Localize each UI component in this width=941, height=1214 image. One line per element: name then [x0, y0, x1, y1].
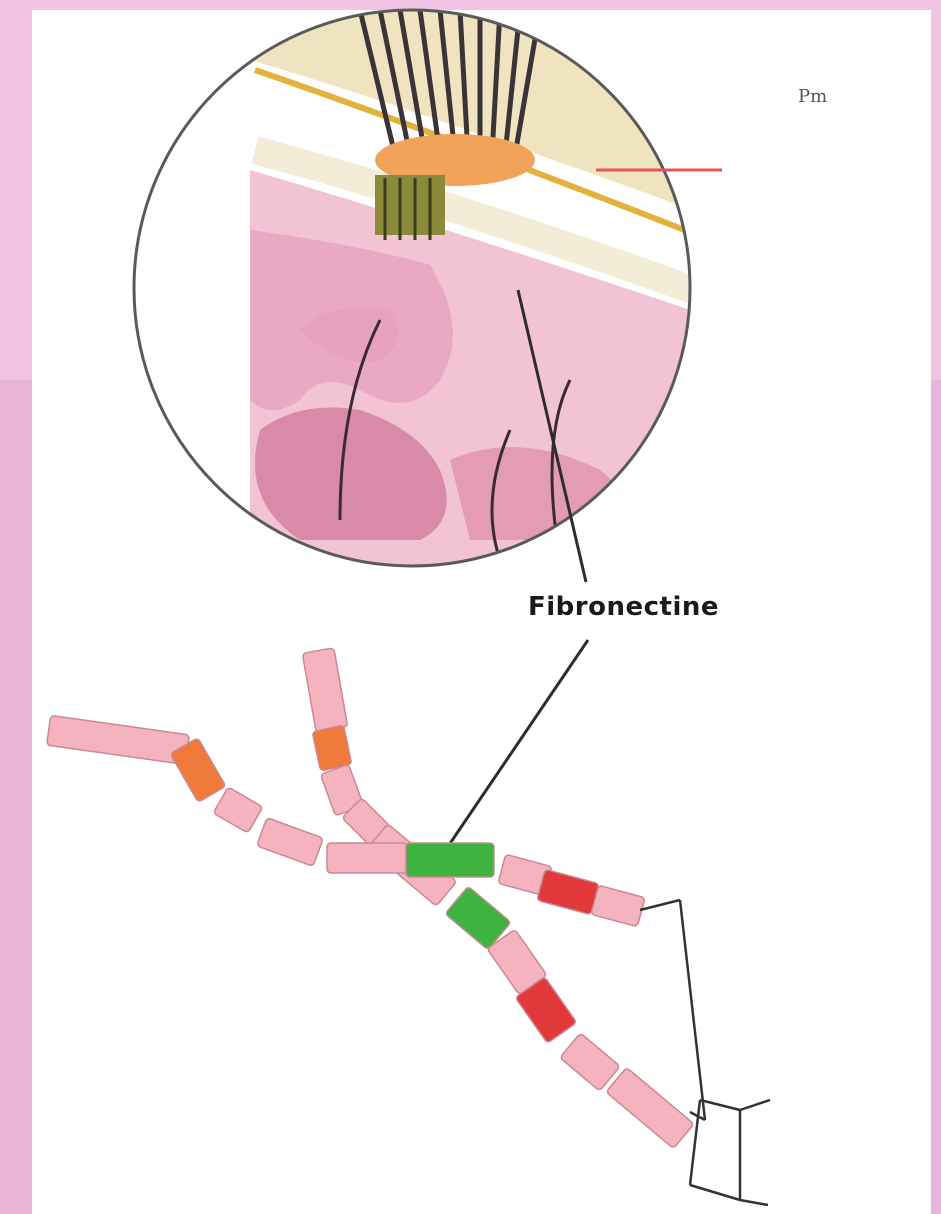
chain-segment — [560, 1033, 620, 1091]
disulfide-bridge — [640, 900, 770, 1205]
chain-segment — [302, 648, 347, 732]
fibronectin-label: Fibronectine — [528, 592, 719, 622]
chain-segment — [606, 1067, 694, 1148]
chain-segment — [591, 885, 645, 926]
chain-segment — [257, 818, 324, 867]
magnified-view — [130, 5, 720, 600]
fibronectin-leader-bottom — [432, 640, 588, 870]
chain-segment — [327, 843, 407, 873]
chain-segment — [213, 787, 263, 833]
chain-segment-green — [406, 843, 494, 877]
chain-segment-red — [537, 869, 599, 914]
corner-label: Pm — [798, 86, 827, 107]
chain-segment-orange — [312, 725, 352, 771]
chain-segment — [47, 715, 190, 764]
